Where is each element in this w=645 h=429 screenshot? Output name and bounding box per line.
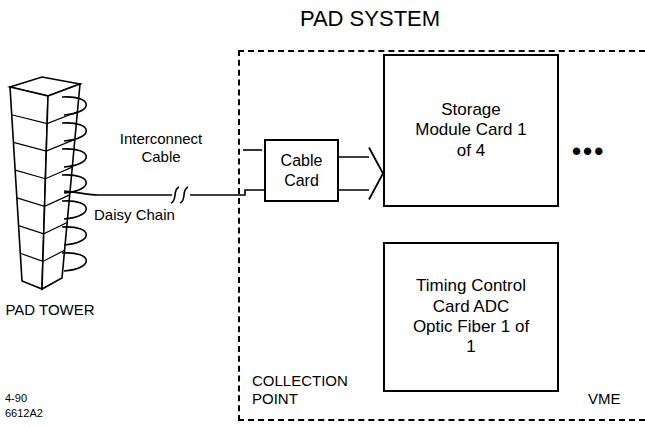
tower-sections xyxy=(12,112,78,262)
tower-label: PAD TOWER xyxy=(2,301,98,319)
box-text: Timing Control Card ADC Optic Fiber 1 of… xyxy=(411,276,531,358)
date-code: 4-90 xyxy=(5,392,27,405)
storage-module-card: Storage Module Card 1 of 4 xyxy=(383,54,559,207)
arrow-head xyxy=(369,148,383,200)
diagram-title: PAD SYSTEM xyxy=(250,6,490,32)
tower-right-face xyxy=(42,84,80,289)
timing-control-card: Timing Control Card ADC Optic Fiber 1 of… xyxy=(383,242,559,392)
box-text: Storage Module Card 1 of 4 xyxy=(414,100,529,161)
daisy-chain-label: Daisy Chain xyxy=(94,206,175,224)
cable-stub xyxy=(243,149,262,151)
region-label: COLLECTION POINT xyxy=(252,372,372,408)
box-text-group: Cable Card xyxy=(272,151,331,189)
edge-label: Interconnect Cable xyxy=(106,130,216,166)
connector-line xyxy=(339,157,369,190)
box-text-group: Timing Control Card ADC Optic Fiber 1 of… xyxy=(411,276,531,358)
pad-tower: PAD TOWER xyxy=(2,75,98,325)
box-text: Cable Card xyxy=(272,151,331,189)
daisy-chain-coil xyxy=(62,97,98,271)
continuation-dots: ••• xyxy=(572,136,605,167)
cable-card: Cable Card xyxy=(264,139,339,202)
collection-region: COLLECTION POINT VME Cable Card Storage Mod… xyxy=(238,50,645,421)
cable-break-gap xyxy=(172,186,190,204)
bus-label: VME xyxy=(588,390,638,408)
figure-number: 6612A2 xyxy=(5,407,43,420)
box-text-group: Storage Module Card 1 of 4 xyxy=(414,100,529,161)
cable-break-mark xyxy=(171,187,188,203)
tower-illustration xyxy=(2,75,98,325)
